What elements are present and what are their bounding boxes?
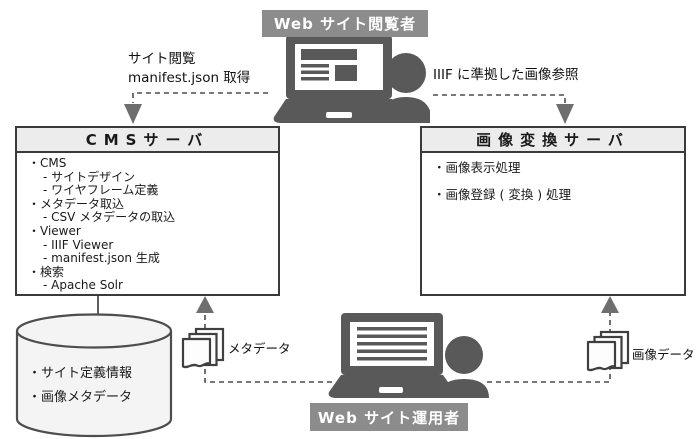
arrowhead-down-cms-icon: [124, 104, 142, 124]
laptop-base-icon: [273, 99, 405, 123]
cms-box-item: - manifest.json 生成: [43, 251, 160, 266]
cms-box-item: ・メタデータ取込: [28, 196, 125, 211]
image-box-item: ・画像表示処理: [433, 160, 521, 175]
iiif-reference-label: IIIF に準拠した画像参照: [433, 67, 579, 83]
database-item: ・画像メタデータ: [28, 390, 133, 405]
metadata-doc-label: メタデータ: [228, 341, 291, 356]
imagedata-documents-icon: [586, 330, 632, 382]
connector-viewer-to-imageserver: [433, 94, 566, 103]
arrowhead-up-cms-icon: [196, 296, 214, 313]
image-box-body: ・画像表示処理 ・画像登録 ( 変換 ) 処理: [422, 153, 684, 208]
cms-box-title: CMSサーバ: [17, 128, 278, 153]
operator-laptop-user-icon: [327, 313, 489, 402]
cms-box-item: - IIIF Viewer: [43, 237, 114, 252]
database-cylinder: [14, 312, 174, 439]
viewer-laptop-user-icon: [270, 33, 432, 127]
cms-server-box: CMSサーバ ・CMS - サイトデザイン - ワイヤフレーム定義 ・メタデータ…: [15, 126, 280, 296]
imagedata-doc-label: 画像データ: [632, 347, 695, 362]
laptop-base-icon: [328, 375, 456, 398]
metadata-documents-icon: [181, 327, 227, 379]
database-item: ・サイト定義情報: [28, 366, 133, 381]
cms-box-item: ・CMS: [28, 156, 67, 170]
image-server-box: 画像変換サーバ ・画像表示処理 ・画像登録 ( 変換 ) 処理: [420, 126, 686, 296]
cms-box-item: - CSV メタデータの取込: [43, 210, 176, 225]
image-box-title: 画像変換サーバ: [422, 128, 684, 153]
database-body-icon: [15, 331, 173, 438]
database-labels: ・サイト定義情報 ・画像メタデータ: [28, 362, 132, 410]
connector-viewer-to-cms: [132, 92, 268, 103]
cms-box-item: ・検索: [28, 264, 65, 279]
cms-box-item: - サイトデザイン: [43, 169, 136, 184]
site-browse-label: サイト閲覧 manifest.json 取得: [128, 50, 250, 88]
image-box-item: ・画像登録 ( 変換 ) 処理: [433, 187, 572, 202]
viewer-badge: Web サイト閲覧者: [262, 10, 428, 37]
site-browse-line1: サイト閲覧: [128, 51, 196, 67]
cms-box-body: ・CMS - サイトデザイン - ワイヤフレーム定義 ・メタデータ取込 - CS…: [17, 153, 278, 293]
arrowhead-up-imageserver-icon: [601, 296, 619, 313]
arrowhead-down-imageserver-icon: [556, 104, 574, 124]
database-top-icon: [15, 313, 173, 349]
person-head-icon: [386, 53, 426, 93]
connector-operator-to-imageserver: [487, 313, 611, 383]
cms-box-item: - ワイヤフレーム定義: [43, 183, 159, 198]
cms-box-item: - Apache Solr: [43, 278, 123, 293]
operator-badge: Web サイト運用者: [310, 403, 468, 431]
site-browse-line2: manifest.json 取得: [128, 70, 251, 86]
person-head-icon: [445, 336, 483, 374]
cms-box-item: ・Viewer: [28, 223, 81, 238]
